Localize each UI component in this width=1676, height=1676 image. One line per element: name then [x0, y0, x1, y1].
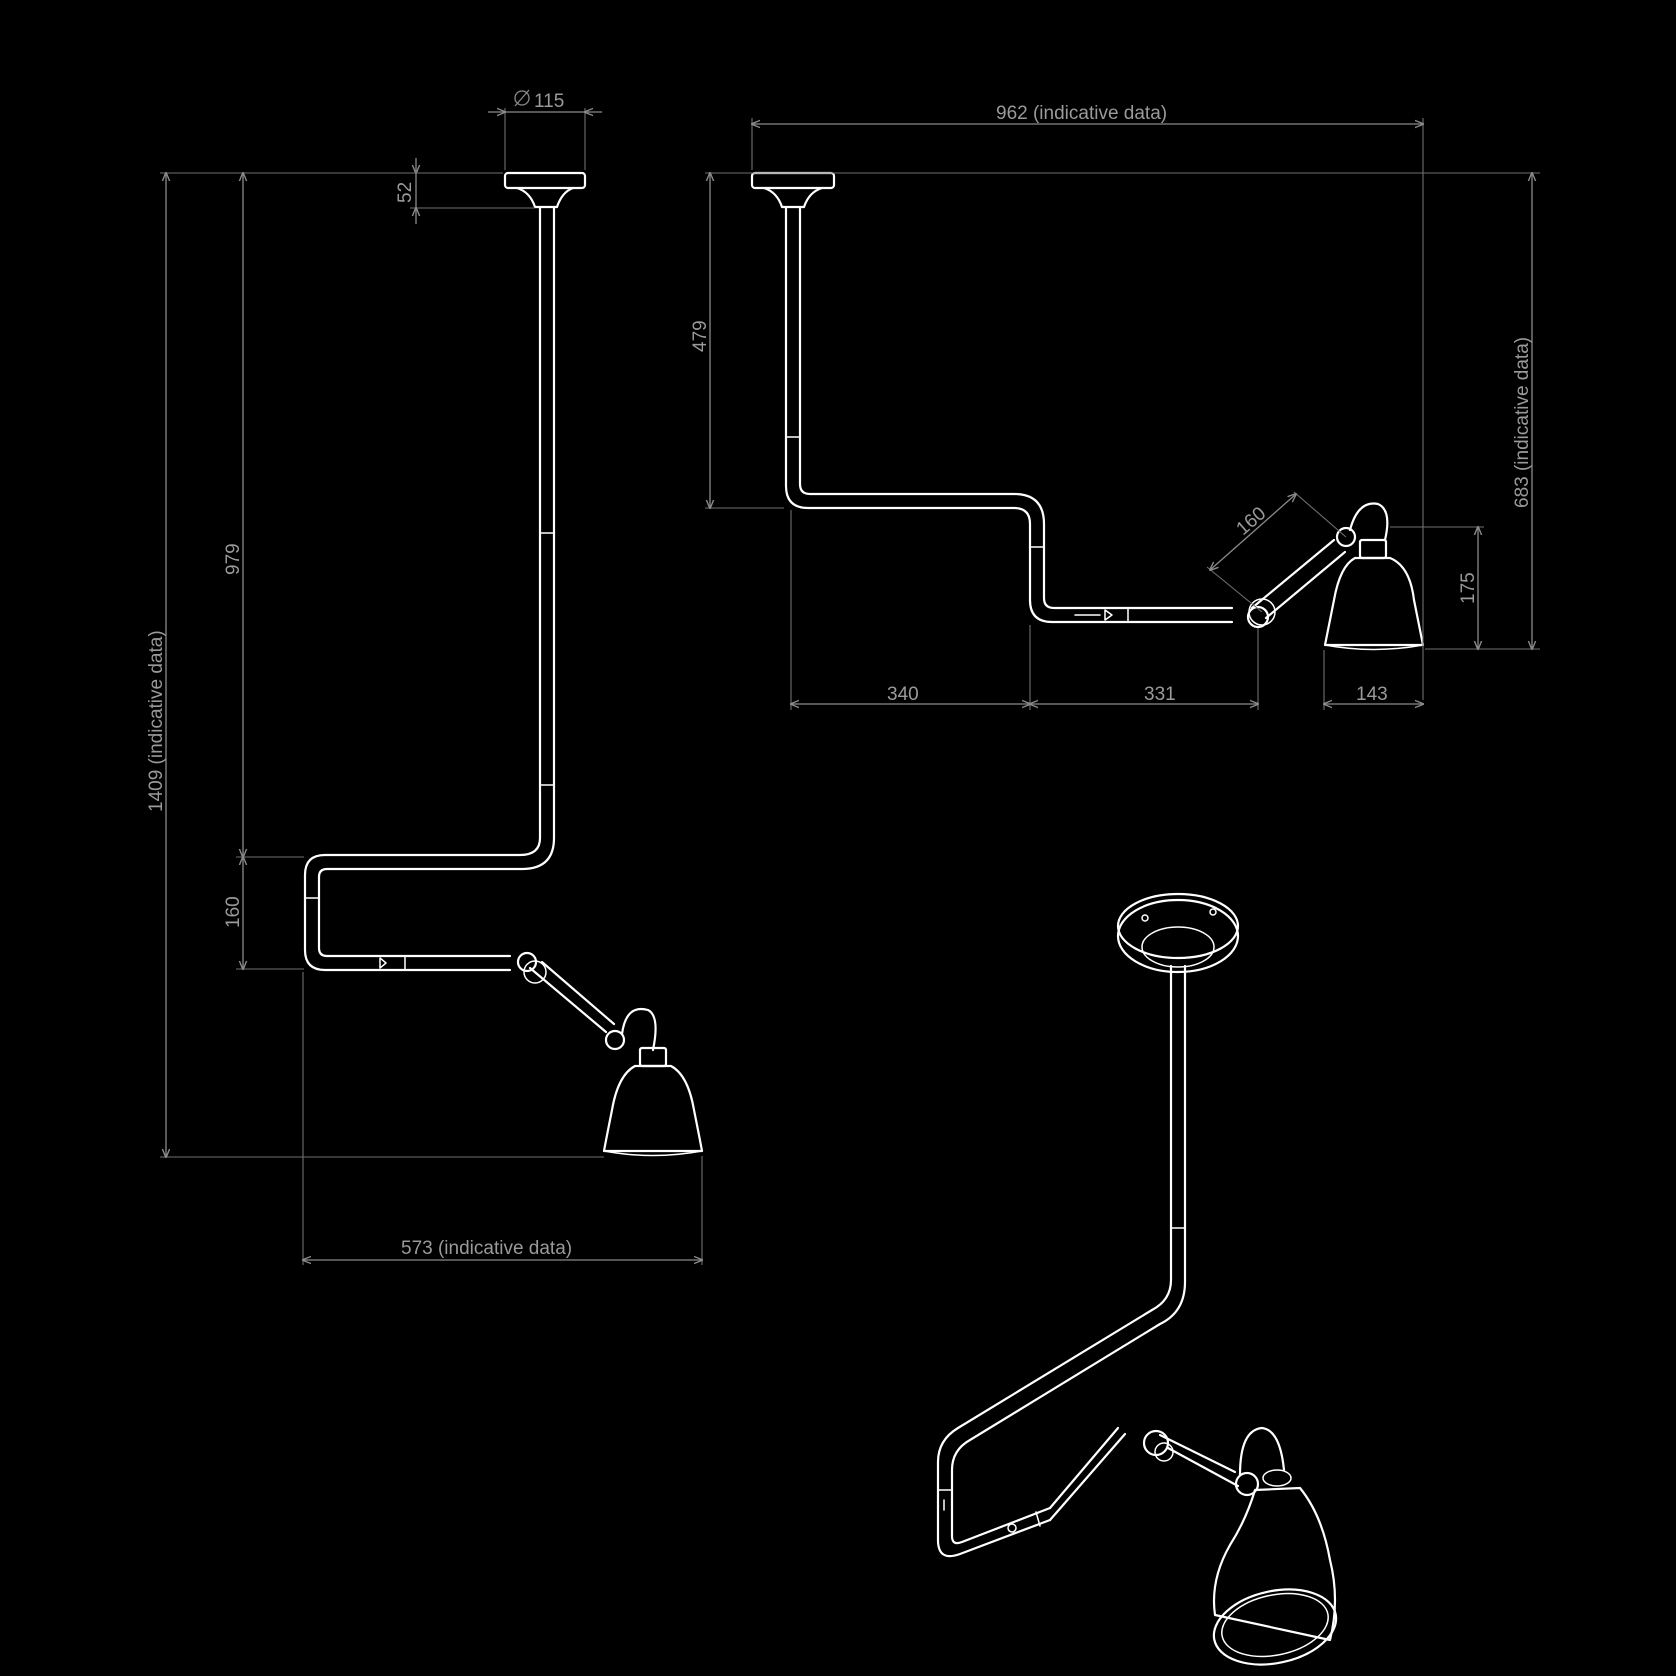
- lamp-rod: [784, 205, 1234, 624]
- total-width-label: 962 (indicative data): [996, 103, 1167, 124]
- front-view: 962 (indicative data) 479 683 (indicativ…: [690, 103, 1540, 710]
- shade-diameter-label: 143: [1356, 684, 1388, 705]
- lamp-rod: [303, 205, 556, 972]
- side-dimensions: 115 52 979 160 1409 (indicative data) 57…: [146, 89, 702, 1265]
- canopy-height-label: 52: [395, 182, 416, 203]
- lamp-arm: [1246, 502, 1389, 629]
- side-view: 115 52 979 160 1409 (indicative data) 57…: [146, 89, 704, 1265]
- canopy: [1116, 892, 1240, 974]
- front-dimensions: 962 (indicative data) 479 683 (indicativ…: [690, 103, 1540, 710]
- offset-height-label: 160: [223, 896, 244, 928]
- canopy: [503, 171, 587, 209]
- drop-length-label: 979: [223, 543, 244, 575]
- segment-b-label: 331: [1144, 684, 1176, 705]
- segment-a-label: 340: [887, 684, 919, 705]
- perspective-view: [936, 892, 1338, 1666]
- shade-height-label: 175: [1458, 572, 1479, 604]
- lamp-rod: [936, 964, 1187, 1558]
- total-height-label: 1409 (indicative data): [146, 630, 167, 812]
- drop-length-label: 479: [690, 320, 711, 352]
- total-height-label: 683 (indicative data): [1512, 337, 1533, 508]
- canopy-diameter-label: 115: [534, 91, 564, 112]
- arm-length-label: 160: [1233, 503, 1271, 540]
- total-width-label: 573 (indicative data): [401, 1238, 572, 1259]
- canopy: [750, 171, 836, 209]
- lamp-arm: [516, 951, 657, 1052]
- lamp-shade: [602, 1046, 704, 1157]
- lamp-shade: [1212, 1469, 1338, 1666]
- lamp-arm: [1048, 1426, 1286, 1522]
